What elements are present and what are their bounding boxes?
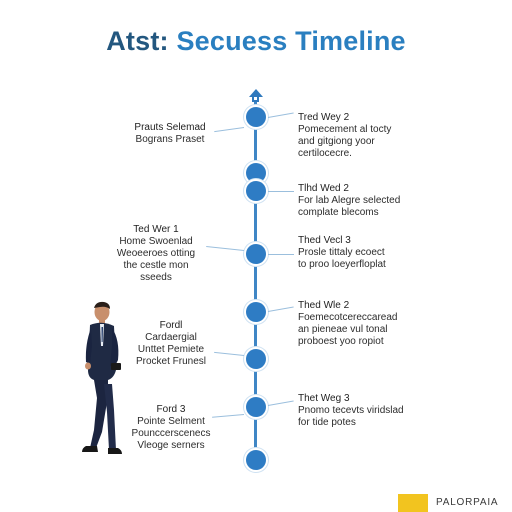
milestone-label-right: Thet Weg 3 Pnomo tecevts viridslad for t…: [298, 393, 404, 428]
milestone-label-right: Thed Vecl 3 Prosle tittaly ecoect to pro…: [298, 235, 386, 270]
leader-line: [212, 414, 245, 418]
arrow-up-icon: [249, 89, 263, 97]
leader-line: [267, 400, 294, 406]
leader-line: [267, 306, 294, 312]
title-part1: Atst:: [106, 26, 169, 56]
timeline-node: [246, 163, 266, 183]
milestone-label-left: Fordl Cardaergial Unttet Pemiete Procket…: [135, 320, 207, 367]
timeline-node: [246, 450, 266, 470]
leader-line: [268, 254, 294, 255]
brand-mark: [398, 494, 428, 512]
brand-name: PALORPAIA: [436, 497, 499, 508]
milestone-label-right: Tred Wey 2 Pomecement al tocty and gitgi…: [298, 112, 392, 159]
timeline-node: [246, 349, 266, 369]
title-part2: Secuess Timeline: [176, 26, 406, 56]
timeline-node: [246, 107, 266, 127]
businessman-illustration: [82, 301, 122, 454]
timeline-node: [246, 397, 266, 417]
leader-line: [267, 112, 294, 118]
timeline-node: [246, 181, 266, 201]
page-title: Atst: Secuess Timeline: [0, 26, 512, 57]
arrow-stem: [252, 96, 259, 102]
timeline-axis: [254, 102, 257, 470]
timeline-node: [246, 244, 266, 264]
leader-line: [206, 246, 245, 251]
leader-line: [268, 191, 294, 192]
milestone-label-right: Thed Wle 2 Foemecotcereccaread an pienea…: [298, 300, 398, 347]
leader-line: [214, 351, 245, 356]
timeline-node: [246, 302, 266, 322]
milestone-label-left: Ford 3 Pointe Selment Pounccerscenecs Vl…: [131, 404, 211, 451]
milestone-label-right: Tlhd Wed 2 For lab Alegre selected compl…: [298, 183, 401, 218]
milestone-label-left: Prauts Selemad Bograns Praset: [134, 122, 206, 145]
milestone-label-left: Ted Wer 1 Home Swoenlad Weoeeroes otting…: [116, 224, 196, 283]
